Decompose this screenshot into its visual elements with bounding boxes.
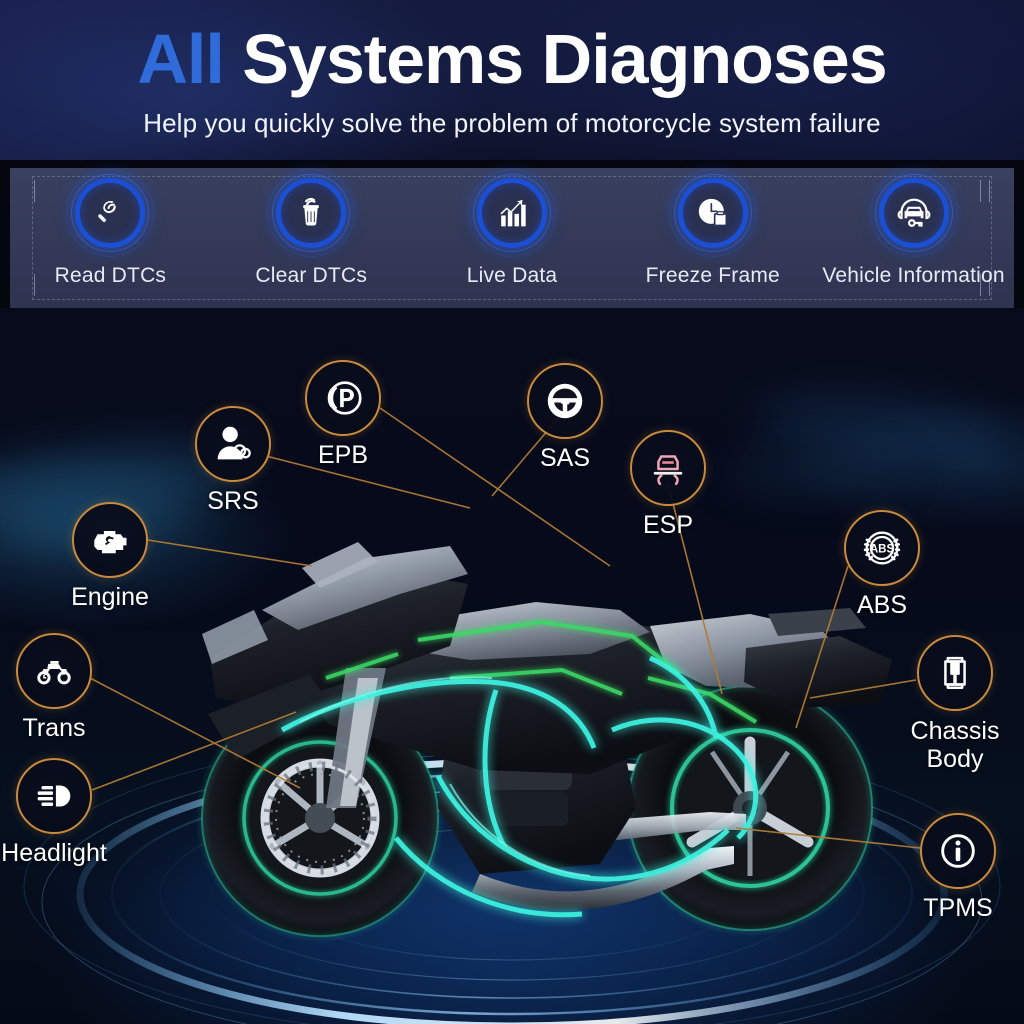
node-engine[interactable]: Engine xyxy=(71,502,149,610)
abs-brake-disc-icon: ABS xyxy=(863,531,901,565)
node-circle: ABS xyxy=(844,510,920,586)
node-label: EPB xyxy=(317,441,369,469)
feature-label: Read DTCs xyxy=(54,264,167,287)
node-label: Trans xyxy=(22,714,86,742)
corner-mark-top-right xyxy=(980,180,990,202)
node-headlight[interactable]: Headlight xyxy=(1,758,107,866)
fuel-tank xyxy=(396,602,650,660)
feature-list: Read DTCs xyxy=(10,168,1014,308)
node-esp[interactable]: ESP xyxy=(630,430,706,538)
clock-snapshot-icon xyxy=(698,198,727,227)
windscreen xyxy=(262,546,468,630)
shock-absorber-icon xyxy=(944,656,966,690)
node-epb[interactable]: EPB xyxy=(305,360,381,468)
car-headset-key-icon xyxy=(897,198,930,227)
node-label: ESP xyxy=(642,511,694,539)
corner-mark-bottom-right xyxy=(980,274,990,296)
node-circle xyxy=(16,758,92,834)
title-accent: All xyxy=(137,20,224,98)
headlight-beam-icon xyxy=(37,785,71,807)
node-label: Engine xyxy=(71,583,149,611)
tail-top xyxy=(768,608,866,636)
airbag-person-icon xyxy=(217,426,251,460)
header-banner: All Systems Diagnoses Help you quickly s… xyxy=(0,0,1024,160)
corner-mark-bottom-left xyxy=(34,274,44,296)
feature-vehicle-information[interactable]: Vehicle Information xyxy=(813,168,1014,308)
feature-clear-dtcs[interactable]: Clear DTCs xyxy=(211,168,412,308)
feature-label: Clear DTCs xyxy=(255,264,368,287)
feature-icon-ring xyxy=(869,169,958,257)
feature-icon-ring xyxy=(467,169,556,257)
exhaust-pipe xyxy=(472,846,734,911)
node-circle xyxy=(630,430,706,506)
feature-freeze-frame[interactable]: Freeze Frame xyxy=(612,168,813,308)
node-circle xyxy=(527,363,603,439)
feature-read-dtcs[interactable]: Read DTCs xyxy=(10,168,211,308)
node-srs[interactable]: SRS xyxy=(195,406,271,514)
page-title: All Systems Diagnoses xyxy=(0,24,1024,94)
node-sas[interactable]: SAS xyxy=(527,363,603,471)
parking-brake-p-icon xyxy=(327,381,362,415)
corner-mark-top-left xyxy=(34,180,44,202)
svg-text:ABS: ABS xyxy=(870,543,895,555)
node-label: TPMS xyxy=(923,894,993,922)
node-trans[interactable]: Trans xyxy=(16,633,92,741)
node-tpms[interactable]: TPMS xyxy=(920,813,996,921)
node-circle xyxy=(305,360,381,436)
page-subtitle: Help you quickly solve the problem of mo… xyxy=(143,108,881,138)
engine-block-icon xyxy=(94,530,127,554)
node-label: Headlight xyxy=(1,839,107,867)
motorcycle-gear-icon xyxy=(37,661,71,685)
trash-bin-icon xyxy=(303,197,320,226)
magnifier-scan-icon xyxy=(98,200,117,223)
winglet-top xyxy=(302,542,378,588)
bar-chart-trend-icon xyxy=(500,199,526,227)
feature-bar: Read DTCs xyxy=(10,168,1014,308)
node-circle xyxy=(920,813,996,889)
node-circle xyxy=(917,635,993,711)
winglet-left xyxy=(202,610,268,664)
car-skid-stability-icon xyxy=(653,455,683,486)
node-label: SAS xyxy=(539,444,591,472)
node-label: SRS xyxy=(207,487,259,515)
node-circle xyxy=(16,633,92,709)
feature-icon-ring xyxy=(267,169,356,257)
tyre-info-icon xyxy=(941,834,975,868)
node-circle xyxy=(72,502,148,578)
node-label: ABS xyxy=(856,591,908,619)
steering-angle-sensor-icon xyxy=(547,383,583,419)
feature-label: Vehicle Information xyxy=(822,264,1005,287)
nose-fairing xyxy=(210,574,468,708)
feature-icon-ring xyxy=(668,169,757,257)
feature-label: Live Data xyxy=(466,264,558,287)
title-rest: Systems Diagnoses xyxy=(242,20,887,98)
feature-live-data[interactable]: Live Data xyxy=(412,168,613,308)
feature-icon-ring xyxy=(66,169,155,257)
node-abs[interactable]: ABS ABS xyxy=(844,510,920,618)
feature-label: Freeze Frame xyxy=(645,264,780,287)
node-circle xyxy=(195,406,271,482)
vehicle-scene: SRS EPB xyxy=(0,308,1024,1024)
